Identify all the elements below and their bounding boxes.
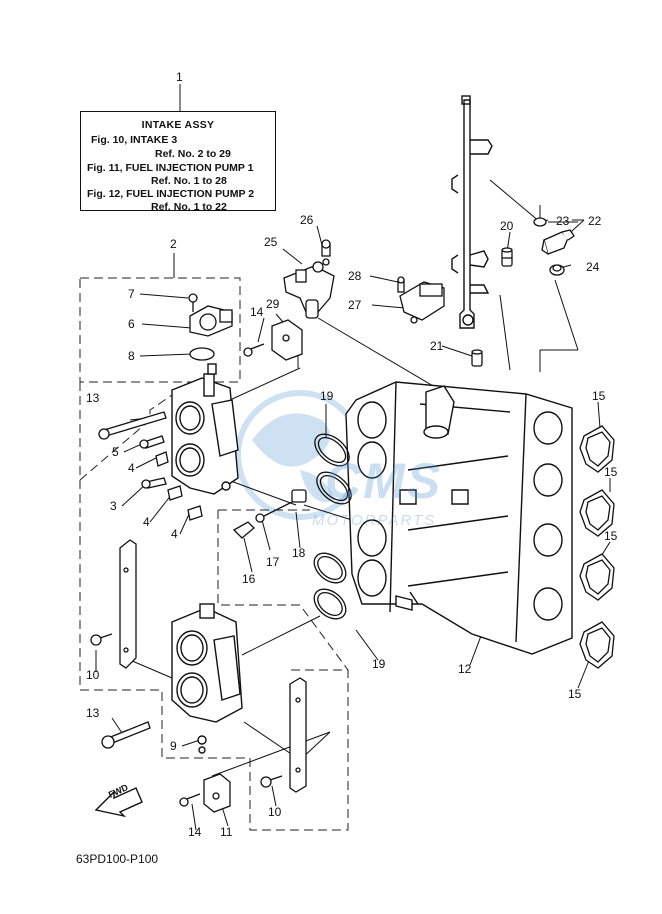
callout-15: 15 bbox=[592, 389, 606, 403]
callout-1: 1 bbox=[176, 70, 183, 84]
callout-12: 12 bbox=[458, 662, 472, 676]
callout-3: 3 bbox=[110, 499, 117, 513]
sensor-27 bbox=[397, 276, 445, 324]
callout-19: 19 bbox=[320, 389, 334, 403]
note-line: Fig. 11, FUEL INJECTION PUMP 1 bbox=[87, 162, 254, 174]
callout-15d: 15 bbox=[568, 687, 582, 701]
callout-5: 5 bbox=[112, 445, 119, 459]
sensor-25 bbox=[283, 239, 335, 319]
callout-20: 20 bbox=[500, 219, 514, 233]
o-rings-19 bbox=[313, 433, 352, 620]
callout-11: 11 bbox=[220, 825, 233, 839]
callout-4: 4 bbox=[128, 461, 135, 475]
note-line: Ref. No. 1 to 28 bbox=[151, 175, 227, 187]
callout-25: 25 bbox=[264, 235, 278, 249]
callout-9: 9 bbox=[170, 739, 177, 753]
callout-14: 14 bbox=[250, 305, 264, 319]
note-line: Fig. 12, FUEL INJECTION PUMP 2 bbox=[87, 188, 255, 200]
note-line: Fig. 10, INTAKE 3 bbox=[91, 134, 178, 146]
callout-16: 16 bbox=[242, 572, 256, 586]
callout-13: 13 bbox=[86, 391, 100, 405]
callout-2: 2 bbox=[170, 237, 177, 251]
throttle-body-lower bbox=[171, 603, 243, 754]
note-line: Ref. No. 1 to 22 bbox=[151, 201, 227, 213]
note-box: INTAKE ASSY Fig. 10, INTAKE 3 Ref. No. 2… bbox=[80, 111, 276, 213]
callout-15c: 15 bbox=[604, 529, 618, 543]
intake-manifold bbox=[345, 381, 573, 655]
callout-14b: 14 bbox=[188, 825, 202, 839]
callout-4c: 4 bbox=[171, 527, 178, 541]
plates bbox=[90, 539, 307, 793]
callout-7: 7 bbox=[128, 287, 135, 301]
callout-28: 28 bbox=[348, 269, 362, 283]
watermark-subtext: MOTORPARTS bbox=[312, 512, 437, 529]
throttle-body-upper bbox=[171, 363, 239, 495]
throttle-sensor bbox=[188, 293, 233, 361]
callout-29: 29 bbox=[266, 297, 280, 311]
dashed-group-boundaries bbox=[79, 277, 349, 831]
watermark-text: CMS bbox=[325, 453, 443, 509]
callout-18: 18 bbox=[292, 546, 306, 560]
callout-4b: 4 bbox=[143, 515, 150, 529]
note-title: INTAKE ASSY bbox=[141, 119, 215, 131]
callout-6: 6 bbox=[128, 317, 135, 331]
bracket-11 bbox=[179, 773, 231, 813]
callout-13b: 13 bbox=[86, 706, 100, 720]
fitting-21 bbox=[471, 349, 483, 367]
note-line: Ref. No. 2 to 29 bbox=[155, 148, 231, 160]
callout-23: 23 bbox=[556, 214, 570, 228]
callout-26: 26 bbox=[300, 213, 314, 227]
callout-21: 21 bbox=[430, 339, 444, 353]
callout-24: 24 bbox=[586, 260, 600, 274]
linkage-16-18 bbox=[232, 489, 307, 539]
callout-8: 8 bbox=[128, 349, 135, 363]
callout-15b: 15 bbox=[604, 465, 618, 479]
callout-17: 17 bbox=[266, 555, 280, 569]
callout-10: 10 bbox=[86, 668, 100, 682]
callout-22: 22 bbox=[588, 214, 602, 228]
gaskets-15 bbox=[579, 425, 615, 669]
callout-10b: 10 bbox=[268, 805, 282, 819]
callout-27: 27 bbox=[348, 298, 362, 312]
fwd-arrow bbox=[94, 787, 143, 818]
fitting-20 bbox=[501, 247, 513, 267]
bracket-29 bbox=[243, 319, 303, 361]
callout-19b: 19 bbox=[372, 657, 386, 671]
bolts-and-springs bbox=[98, 411, 203, 749]
diagram-code: 63PD100-P100 bbox=[76, 852, 159, 866]
fuel-rail bbox=[451, 95, 493, 329]
fuel-injector bbox=[533, 217, 575, 276]
